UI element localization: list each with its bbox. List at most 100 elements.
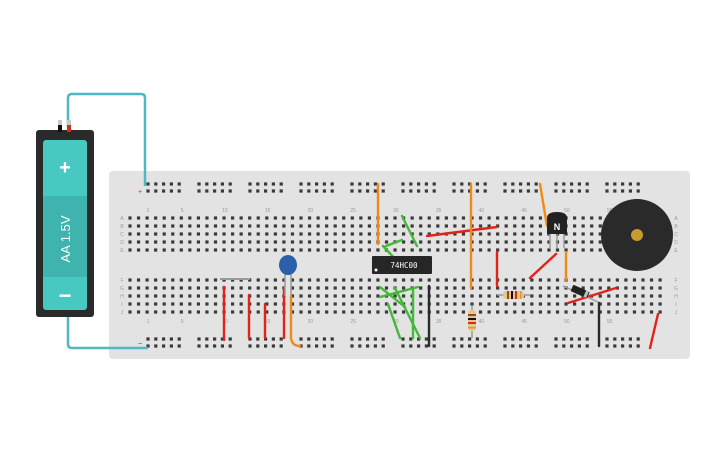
breadboard-hole[interactable] (496, 294, 500, 298)
breadboard-hole[interactable] (649, 302, 654, 306)
breadboard-hole[interactable] (290, 216, 295, 220)
breadboard-hole[interactable] (521, 232, 525, 236)
breadboard-hole[interactable] (373, 182, 377, 186)
breadboard-hole[interactable] (496, 216, 500, 220)
breadboard-hole[interactable] (213, 278, 218, 282)
breadboard-hole[interactable] (573, 232, 577, 236)
breadboard-hole[interactable] (453, 294, 457, 298)
breadboard-hole[interactable] (333, 216, 337, 220)
breadboard-hole[interactable] (350, 278, 354, 282)
breadboard-hole[interactable] (273, 240, 277, 244)
breadboard-hole[interactable] (538, 232, 542, 236)
breadboard-hole[interactable] (393, 224, 397, 228)
breadboard-hole[interactable] (590, 310, 594, 314)
breadboard-hole[interactable] (649, 286, 654, 290)
breadboard-hole[interactable] (299, 337, 303, 341)
breadboard-hole[interactable] (299, 182, 303, 186)
breadboard-hole[interactable] (570, 337, 574, 341)
breadboard-hole[interactable] (154, 189, 158, 193)
breadboard-hole[interactable] (483, 337, 487, 341)
breadboard-hole[interactable] (213, 337, 217, 341)
breadboard-hole[interactable] (615, 278, 619, 282)
breadboard-hole[interactable] (585, 189, 589, 193)
breadboard-hole[interactable] (461, 294, 466, 298)
breadboard-hole[interactable] (265, 278, 269, 282)
breadboard-hole[interactable] (649, 294, 654, 298)
breadboard-hole[interactable] (239, 216, 243, 220)
breadboard-hole[interactable] (196, 232, 200, 236)
breadboard-hole[interactable] (504, 286, 508, 290)
breadboard-hole[interactable] (213, 286, 218, 290)
breadboard-hole[interactable] (330, 189, 334, 193)
breadboard-hole[interactable] (169, 189, 173, 193)
breadboard-hole[interactable] (154, 286, 158, 290)
breadboard-hole[interactable] (307, 224, 312, 228)
breadboard-hole[interactable] (547, 286, 551, 290)
breadboard-hole[interactable] (333, 240, 337, 244)
breadboard-hole[interactable] (658, 302, 662, 306)
breadboard-hole[interactable] (222, 240, 226, 244)
breadboard-hole[interactable] (570, 344, 574, 348)
breadboard-hole[interactable] (427, 248, 431, 252)
breadboard-hole[interactable] (154, 278, 158, 282)
breadboard-hole[interactable] (478, 302, 483, 306)
breadboard-hole[interactable] (432, 189, 436, 193)
breadboard-hole[interactable] (607, 310, 611, 314)
breadboard-hole[interactable] (220, 182, 224, 186)
breadboard-hole[interactable] (213, 232, 218, 236)
breadboard-hole[interactable] (188, 248, 192, 252)
breadboard-hole[interactable] (503, 182, 507, 186)
breadboard-hole[interactable] (649, 278, 654, 282)
breadboard-hole[interactable] (585, 337, 589, 341)
breadboard-hole[interactable] (136, 232, 141, 236)
breadboard-hole[interactable] (452, 344, 456, 348)
breadboard-hole[interactable] (453, 240, 457, 244)
breadboard-hole[interactable] (197, 189, 201, 193)
breadboard-hole[interactable] (475, 182, 479, 186)
breadboard-hole[interactable] (436, 224, 440, 228)
breadboard-hole[interactable] (519, 182, 523, 186)
breadboard-hole[interactable] (290, 294, 295, 298)
breadboard-hole[interactable] (342, 216, 346, 220)
breadboard-hole[interactable] (384, 216, 389, 220)
breadboard-hole[interactable] (264, 182, 268, 186)
breadboard-hole[interactable] (273, 232, 277, 236)
breadboard-hole[interactable] (367, 286, 371, 290)
breadboard-hole[interactable] (162, 232, 166, 236)
wire[interactable] (566, 286, 618, 305)
breadboard-hole[interactable] (419, 302, 423, 306)
breadboard-hole[interactable] (228, 344, 232, 348)
breadboard-hole[interactable] (290, 302, 295, 306)
breadboard-hole[interactable] (316, 232, 320, 236)
breadboard-hole[interactable] (605, 337, 609, 341)
breadboard-hole[interactable] (265, 224, 269, 228)
breadboard-hole[interactable] (460, 344, 464, 348)
breadboard-hole[interactable] (538, 286, 542, 290)
breadboard-hole[interactable] (145, 294, 149, 298)
wire[interactable] (384, 238, 404, 248)
breadboard-hole[interactable] (256, 232, 260, 236)
breadboard-hole[interactable] (248, 232, 252, 236)
breadboard-hole[interactable] (265, 248, 269, 252)
breadboard-hole[interactable] (282, 224, 286, 228)
breadboard-hole[interactable] (256, 182, 260, 186)
breadboard-hole[interactable] (487, 232, 491, 236)
breadboard-hole[interactable] (487, 286, 491, 290)
breadboard-hole[interactable] (145, 278, 149, 282)
breadboard-hole[interactable] (188, 278, 192, 282)
breadboard-hole[interactable] (393, 278, 397, 282)
breadboard-hole[interactable] (231, 240, 235, 244)
breadboard-hole[interactable] (468, 182, 472, 186)
breadboard-hole[interactable] (248, 248, 252, 252)
breadboard-hole[interactable] (273, 216, 277, 220)
breadboard-hole[interactable] (350, 189, 354, 193)
breadboard-hole[interactable] (573, 278, 577, 282)
breadboard-hole[interactable] (581, 310, 585, 314)
breadboard-hole[interactable] (342, 232, 346, 236)
breadboard-hole[interactable] (562, 182, 566, 186)
breadboard-hole[interactable] (483, 182, 487, 186)
breadboard-hole[interactable] (530, 248, 534, 252)
resistor-vertical[interactable] (468, 305, 476, 338)
breadboard-hole[interactable] (171, 224, 175, 228)
breadboard-hole[interactable] (468, 189, 472, 193)
